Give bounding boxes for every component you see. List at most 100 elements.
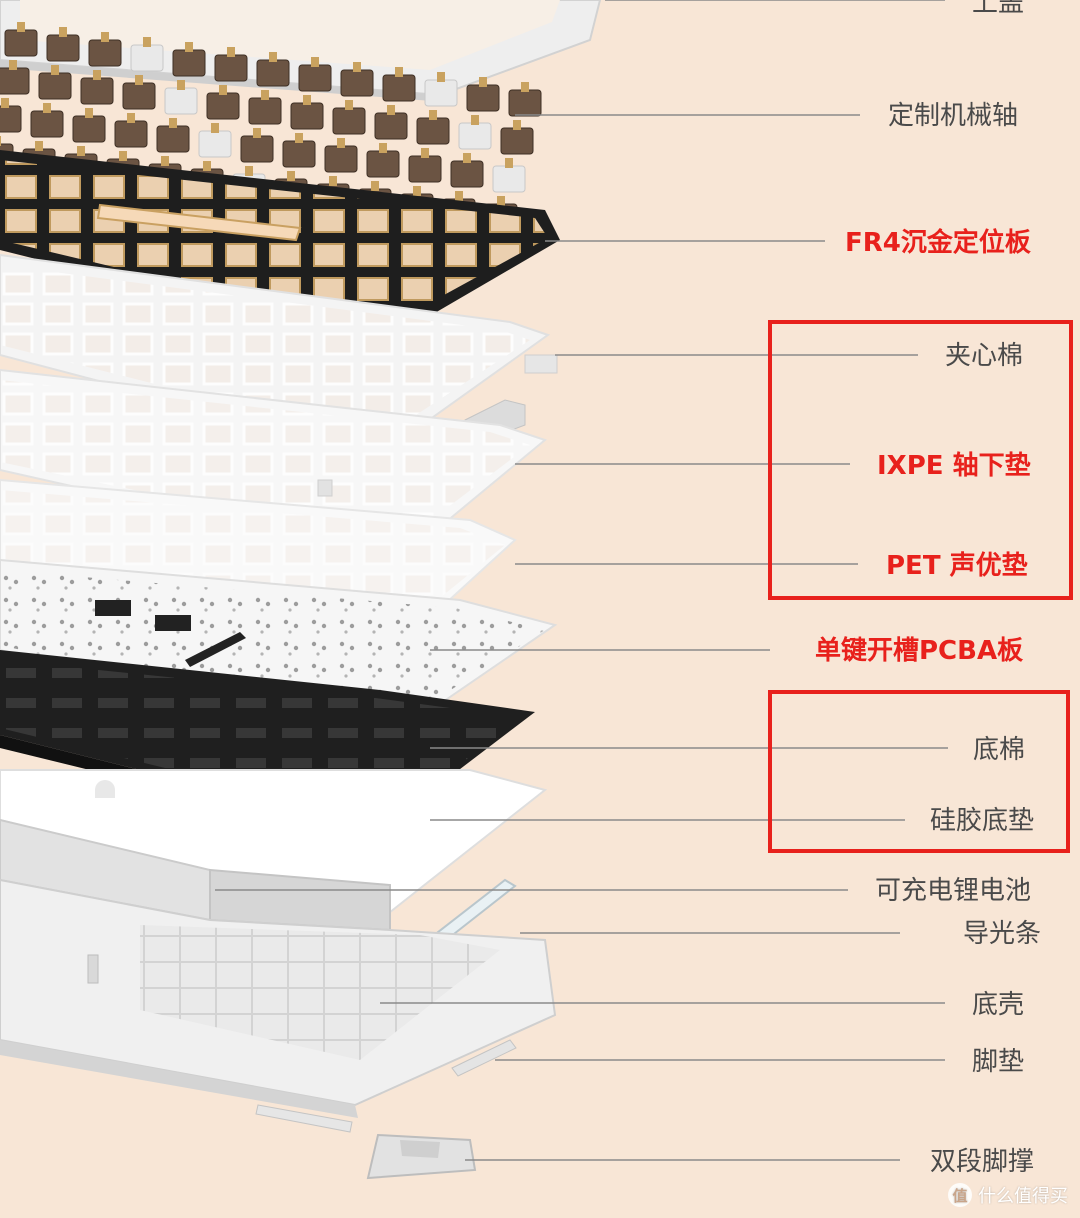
switch-body [72, 115, 106, 143]
label-plate: FR4沉金定位板 [845, 228, 1031, 258]
switch-body [450, 160, 484, 188]
switch-body [30, 110, 64, 138]
switch-stem [253, 128, 261, 138]
switch-body [408, 155, 442, 183]
switch-stem [169, 118, 177, 128]
leader-lines [215, 0, 948, 1161]
switch-stem [413, 186, 421, 196]
switch-body [340, 69, 374, 97]
switch-body [172, 49, 206, 77]
switch-body [88, 39, 122, 67]
switch-body [80, 77, 114, 105]
switch-body [416, 117, 450, 145]
switch-stem [211, 123, 219, 133]
switch-body [424, 79, 458, 107]
switch-stem [295, 133, 303, 143]
switch-body [38, 72, 72, 100]
switch-stem [353, 62, 361, 72]
switch-body [0, 67, 30, 95]
switch-stem [245, 166, 253, 176]
switch-body [206, 92, 240, 120]
ixpe-pad-part [0, 368, 548, 562]
switch-stem [1, 98, 9, 108]
switch-body [164, 87, 198, 115]
switch-stem [479, 77, 487, 87]
switch-stem [85, 108, 93, 118]
switch-stem [421, 148, 429, 158]
switch-body [0, 105, 22, 133]
switch-stem [35, 141, 43, 151]
switch-stem [437, 72, 445, 82]
label-kickstand: 双段脚撑 [930, 1147, 1035, 1177]
silicone-pad-part [0, 769, 548, 922]
switch-stem [51, 65, 59, 75]
switch-stem [17, 22, 25, 32]
bottom-case-part [0, 878, 557, 1118]
switch-stem [177, 80, 185, 90]
switch-stem [227, 47, 235, 57]
switch-stem [119, 151, 127, 161]
switch-stem [513, 120, 521, 130]
switch-stem [93, 70, 101, 80]
watermark: 值 什么值得买 [948, 1182, 1068, 1208]
switch-body [508, 89, 542, 117]
switch-body [492, 165, 526, 193]
watermark-text: 什么值得买 [978, 1186, 1068, 1207]
switch-stem [143, 37, 151, 47]
label-top-cover: 上盖 [972, 0, 1025, 18]
label-silicone-pad: 硅胶底垫 [930, 806, 1035, 836]
switch-body [114, 120, 148, 148]
switch-stem [521, 82, 529, 92]
label-bottom-case: 底壳 [972, 990, 1025, 1020]
label-bottom-foam: 底棉 [973, 735, 1026, 765]
label-pet-pad: PET 声优垫 [886, 551, 1028, 581]
switch-stem [161, 156, 169, 166]
switch-body [156, 125, 190, 153]
switch-body [248, 97, 282, 125]
feet-part [255, 1039, 517, 1133]
switch-stem [505, 158, 513, 168]
switch-stem [0, 136, 1, 146]
highlight-box-bottom-pads [768, 690, 1070, 853]
switch-body [458, 122, 492, 150]
switch-body [324, 145, 358, 173]
switch-body [500, 127, 534, 155]
switch-stem [429, 110, 437, 120]
switch-stem [497, 196, 505, 206]
switch-body [4, 29, 38, 57]
switch-stem [101, 32, 109, 42]
highlight-box-foam-pads [768, 320, 1073, 600]
switch-stem [387, 105, 395, 115]
switch-stem [287, 171, 295, 181]
switch-stem [345, 100, 353, 110]
switch-stem [371, 181, 379, 191]
label-feet: 脚垫 [972, 1047, 1025, 1077]
switch-body [290, 102, 324, 130]
switch-stem [9, 60, 17, 70]
switch-body [382, 74, 416, 102]
watermark-badge-icon: 值 [948, 1183, 972, 1207]
switch-body [332, 107, 366, 135]
switch-stem [185, 42, 193, 52]
switch-body [198, 130, 232, 158]
switch-stem [219, 85, 227, 95]
label-battery: 可充电锂电池 [875, 876, 1032, 906]
switch-stem [463, 153, 471, 163]
switch-stem [203, 161, 211, 171]
switch-stem [379, 143, 387, 153]
switch-stem [43, 103, 51, 113]
switch-stem [77, 146, 85, 156]
label-ixpe-pad: IXPE 轴下垫 [877, 451, 1031, 481]
switch-body [130, 44, 164, 72]
switch-body [298, 64, 332, 92]
switch-body [466, 84, 500, 112]
label-sandwich-foam: 夹心棉 [945, 341, 1024, 371]
switch-stem [471, 115, 479, 125]
switch-body [282, 140, 316, 168]
label-pcba: 单键开槽PCBA板 [815, 636, 1024, 666]
switch-stem [127, 113, 135, 123]
label-light-guide: 导光条 [963, 919, 1042, 949]
switch-stem [337, 138, 345, 148]
switch-body [122, 82, 156, 110]
